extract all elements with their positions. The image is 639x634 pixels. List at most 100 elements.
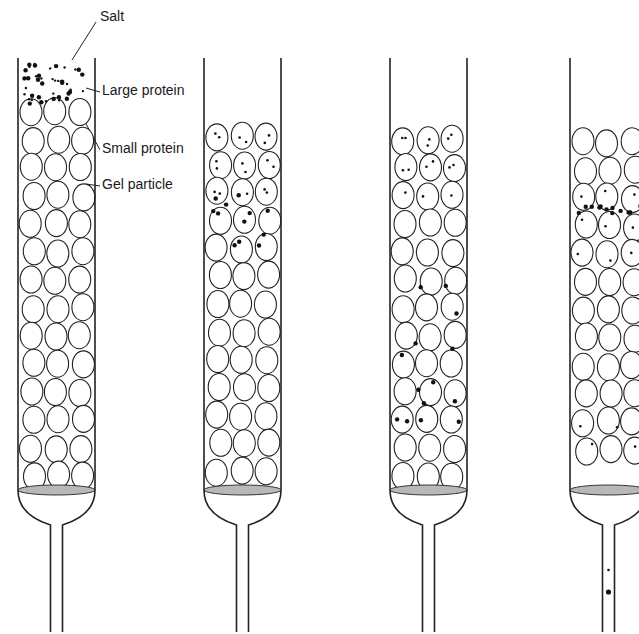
protein-dot [26, 76, 30, 80]
gel-bead [72, 127, 94, 154]
gel-bead [440, 350, 462, 377]
gel-bead [233, 430, 255, 457]
gel-bead [23, 349, 45, 376]
gel-bead [395, 154, 417, 181]
gel-bead [441, 125, 463, 152]
column-outlet [435, 490, 468, 632]
protein-dot [60, 81, 64, 85]
protein-dot [246, 192, 249, 195]
gel-bead [23, 238, 45, 265]
gel-bead [622, 186, 639, 213]
protein-dot [213, 191, 216, 194]
gel-bead [575, 158, 597, 185]
protein-dot [45, 100, 47, 102]
tube-wall [203, 58, 205, 490]
protein-dots [22, 63, 639, 595]
protein-dot [31, 99, 33, 101]
gel-bead [48, 461, 70, 488]
protein-dot [400, 353, 404, 357]
leader-line [86, 88, 100, 92]
gel-bead [445, 267, 467, 294]
protein-dot [632, 226, 635, 229]
protein-dot [66, 83, 68, 85]
gel-bead [417, 183, 439, 210]
gel-bead [19, 210, 41, 237]
gel-bead [44, 98, 66, 125]
gel-bead [597, 407, 619, 434]
gel-bead [73, 405, 95, 432]
gel-bead [23, 406, 45, 433]
protein-dot [597, 205, 601, 209]
gel-bead [596, 183, 618, 210]
protein-dot [63, 66, 65, 68]
gel-bead [230, 403, 252, 430]
protein-dot [23, 68, 27, 72]
protein-dot [35, 75, 37, 77]
column-frit [204, 485, 281, 495]
gel-bead [47, 350, 69, 377]
gel-bead [575, 323, 597, 350]
protein-dot [579, 425, 582, 428]
gel-bead [69, 154, 91, 181]
gel-beads [19, 98, 639, 491]
gel-bead [599, 157, 621, 184]
gel-bead [440, 406, 462, 433]
gel-bead [624, 437, 639, 464]
protein-dot [419, 285, 423, 289]
protein-dot [40, 77, 42, 79]
gel-bead [572, 297, 594, 324]
gel-bead [234, 206, 256, 233]
gel-bead [45, 154, 67, 181]
protein-dot [422, 401, 426, 405]
gel-bead [621, 352, 639, 379]
gel-bead [206, 401, 228, 428]
gel-bead [394, 211, 416, 238]
column-outlet [63, 490, 96, 632]
gel-bead [44, 267, 66, 294]
gel-bead [600, 436, 622, 463]
gel-bead [73, 184, 95, 211]
gel-bead [394, 378, 416, 405]
protein-dot [432, 160, 435, 163]
gel-bead [48, 126, 70, 153]
gel-bead [258, 429, 280, 456]
gel-bead [45, 436, 67, 463]
tube-wall [569, 58, 571, 490]
protein-dot [610, 206, 614, 210]
gel-bead [258, 375, 280, 402]
protein-dot [257, 243, 261, 247]
protein-dot [610, 211, 614, 215]
gel-bead [258, 318, 280, 345]
protein-dot [34, 63, 36, 65]
gel-bead [208, 374, 230, 401]
gel-bead [209, 319, 231, 346]
protein-dot [405, 419, 409, 423]
gel-bead [392, 128, 414, 155]
gel-bead [20, 99, 42, 126]
gel-bead [572, 353, 594, 380]
gel-bead [416, 294, 438, 321]
column-outlet [204, 490, 237, 632]
protein-dot [214, 132, 217, 135]
protein-dot [638, 204, 639, 208]
gel-bead [392, 182, 414, 209]
protein-dot [630, 252, 633, 255]
protein-dot [581, 219, 584, 222]
protein-dot [580, 195, 583, 198]
protein-dot [69, 88, 71, 90]
protein-dot [604, 207, 608, 211]
gel-bead [231, 457, 253, 484]
protein-dot [37, 95, 41, 99]
gel-bead [234, 374, 256, 401]
gel-bead [624, 380, 639, 407]
gel-bead [210, 152, 232, 179]
gel-bead [259, 207, 281, 234]
protein-dot [453, 399, 457, 403]
gel-bead [69, 99, 91, 126]
gel-bead [205, 459, 227, 486]
gel-bead [255, 178, 277, 205]
column-frit [18, 485, 95, 495]
gel-bead [394, 265, 416, 292]
protein-dot [57, 95, 61, 99]
